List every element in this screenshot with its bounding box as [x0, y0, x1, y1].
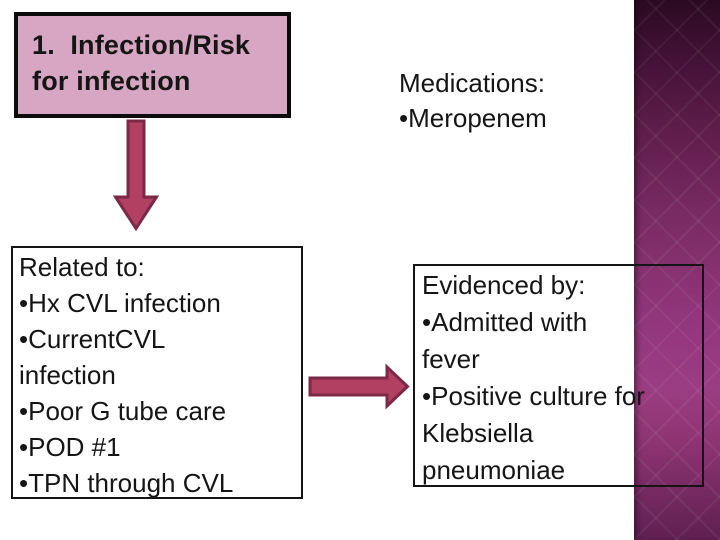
medications-item: •Meropenem — [399, 103, 547, 133]
related-item: •Poor G tube care — [19, 396, 227, 426]
evidenced-item: •Positive culture for — [422, 381, 645, 411]
arrow-down-icon — [113, 119, 159, 231]
decorative-stripe — [634, 0, 720, 540]
title-line-1: 1. Infection/Risk — [32, 30, 251, 60]
evidenced-text: Evidenced by: •Admitted with fever •Posi… — [422, 267, 720, 489]
medications-heading: Medications: — [399, 68, 545, 98]
related-item-wrap: infection — [19, 360, 116, 390]
related-item: •CurrentCVL — [19, 324, 166, 354]
related-item: •TPN through CVL — [19, 468, 234, 498]
related-item: •Hx CVL infection — [19, 288, 221, 318]
evidenced-item: •Admitted with — [422, 307, 588, 337]
arrow-right-shape — [308, 363, 410, 410]
arrow-down-shape — [113, 119, 159, 231]
diagnosis-title-box: 1. Infection/Risk for infection — [14, 12, 291, 118]
evidenced-item-wrap: Klebsiella — [422, 418, 534, 448]
evidenced-item-wrap: fever — [422, 344, 480, 374]
evidenced-heading: Evidenced by: — [422, 270, 586, 300]
arrow-right-icon — [308, 363, 410, 410]
related-to-box: Related to: •Hx CVL infection •CurrentCV… — [11, 246, 303, 499]
title-line-2: for infection — [32, 66, 191, 96]
evidenced-by-box: Evidenced by: •Admitted with fever •Posi… — [413, 264, 704, 487]
medications-text: Medications: •Meropenem — [399, 66, 547, 136]
evidenced-item-wrap: pneumoniae — [422, 455, 566, 485]
related-heading: Related to: — [19, 252, 145, 282]
related-item: •POD #1 — [19, 432, 121, 462]
